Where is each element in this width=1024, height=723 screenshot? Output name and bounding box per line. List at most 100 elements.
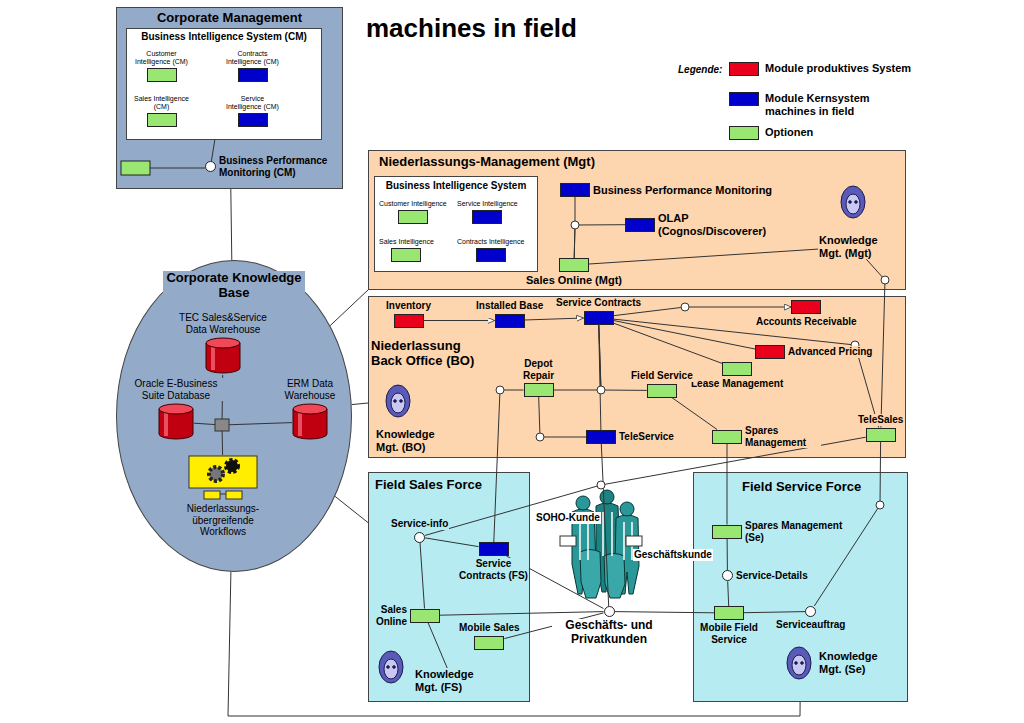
module-swatch bbox=[476, 248, 506, 262]
module-swatch bbox=[238, 68, 268, 82]
panel-heading: Niederlassungs-Management (Mgt) bbox=[378, 155, 596, 170]
module-box: Accounts Receivable bbox=[755, 300, 858, 328]
panel: Business Intelligence System (CM)Custome… bbox=[126, 28, 322, 140]
module-swatch bbox=[714, 606, 744, 620]
junction-node: Service-info bbox=[390, 518, 449, 543]
knowledge-label: Knowledge Mgt. (BO) bbox=[375, 428, 452, 453]
database-node: TEC Sales&Service Data Warehouse bbox=[172, 312, 274, 375]
module-swatch bbox=[472, 210, 502, 224]
module-box: Service Intelligence (CM) bbox=[224, 95, 281, 127]
knowledge-label-text: Knowledge Mgt. (Se) bbox=[818, 650, 895, 675]
free-label: Legende: bbox=[677, 64, 723, 76]
knowledge-label: Knowledge Mgt. (Se) bbox=[818, 650, 895, 675]
module-box: Contracts Intelligence (CM) bbox=[224, 50, 281, 82]
workflow-label: Niederlassungs- übergreifende Workflows bbox=[177, 503, 269, 538]
module-label: Field Service bbox=[630, 370, 694, 382]
connector bbox=[727, 444, 728, 525]
junction-node: Service-Details bbox=[722, 570, 809, 582]
module-swatch bbox=[755, 345, 785, 359]
module-label: Accounts Receivable bbox=[755, 316, 858, 328]
module-swatch bbox=[712, 525, 742, 539]
module-label: TeleSales bbox=[857, 414, 904, 426]
module-label: Serviceauftrag bbox=[775, 619, 846, 631]
module-box: Lease Management bbox=[690, 362, 784, 390]
module-label: Customer Intelligence bbox=[378, 200, 448, 208]
legend-swatch bbox=[729, 62, 759, 76]
workflow-node: Niederlassungs- übergreifende Workflows bbox=[177, 455, 269, 538]
module-swatch bbox=[495, 314, 525, 328]
panel-heading: Corporate Management bbox=[156, 11, 303, 26]
module-label: Lease Management bbox=[690, 378, 784, 390]
connector bbox=[330, 290, 368, 326]
module-label: Sales Online (Mgt) bbox=[525, 274, 623, 287]
module-box: Sales Intelligence (CM) bbox=[133, 95, 190, 127]
legend-row: Module produktives System bbox=[729, 62, 912, 76]
module-swatch bbox=[147, 113, 177, 127]
database-cylinder bbox=[205, 337, 241, 375]
database-cylinder bbox=[292, 403, 328, 441]
junction-circle bbox=[722, 570, 733, 581]
module-swatch bbox=[584, 311, 614, 325]
module-swatch bbox=[398, 210, 428, 224]
knowledge-label-text: Knowledge Mgt. (FS) bbox=[414, 668, 491, 693]
panel-heading: Corporate Knowledge Base bbox=[163, 271, 305, 301]
database-node: ERM Data Warehouse bbox=[278, 378, 342, 441]
module-label: Spares Management (Se) bbox=[744, 520, 846, 543]
customer-figures bbox=[560, 490, 642, 598]
legend-text: Optionen bbox=[764, 126, 814, 139]
module-swatch bbox=[524, 383, 554, 397]
module-label: Business Performance Monitoring (CM) bbox=[218, 155, 342, 178]
legend-row: Module Kernsystem machines in field bbox=[729, 92, 886, 117]
module-swatch bbox=[410, 609, 440, 623]
module-swatch bbox=[560, 183, 590, 197]
module-box: Advanced Pricing bbox=[755, 345, 873, 359]
module-box: Inventory bbox=[385, 300, 432, 328]
module-label: TeleService bbox=[618, 431, 675, 443]
module-swatch bbox=[238, 113, 268, 127]
panel: Niederlassungs-Management (Mgt) Business … bbox=[368, 150, 906, 290]
module-label: Service Intelligence bbox=[456, 200, 519, 208]
module-label: Contracts Intelligence bbox=[456, 238, 525, 246]
module-box: Depot Repair bbox=[515, 358, 562, 397]
module-box: Service Contracts (FS) bbox=[458, 542, 529, 581]
module-swatch bbox=[147, 68, 177, 82]
module-box: Mobile Sales bbox=[458, 622, 521, 650]
knowledge-base-ellipse: Corporate Knowledge BaseTEC Sales&Servic… bbox=[116, 260, 352, 572]
module-swatch bbox=[479, 542, 509, 556]
panel-heading: Field Sales Force bbox=[374, 478, 483, 493]
connector bbox=[352, 403, 368, 405]
free-label: Geschäftskunde bbox=[633, 549, 713, 561]
module-label: Sales Intelligence bbox=[378, 238, 435, 246]
module-label: Service-Details bbox=[735, 570, 809, 582]
panel-heading: Business Intelligence System (CM) bbox=[140, 31, 308, 43]
knowledge-label-text: Knowledge Mgt. (Mgt) bbox=[818, 234, 892, 259]
module-label: Business Performance Monitoring bbox=[592, 184, 773, 197]
junction-circle bbox=[604, 606, 615, 617]
module-label: Advanced Pricing bbox=[787, 346, 873, 358]
free-label: SOHO-Kunde bbox=[535, 512, 601, 524]
module-swatch bbox=[722, 362, 752, 376]
module-label: Service Contracts bbox=[555, 297, 642, 309]
legend-row: Optionen bbox=[729, 126, 814, 140]
panel-heading: Niederlassung Back Office (BO) bbox=[370, 339, 492, 369]
module-swatch bbox=[474, 636, 504, 650]
module-swatch bbox=[866, 428, 896, 442]
connector bbox=[231, 189, 232, 260]
junction-circle bbox=[205, 161, 216, 172]
module-box: Contracts Intelligence bbox=[456, 238, 525, 262]
legend-swatch bbox=[729, 126, 759, 140]
module-label: Contracts Intelligence (CM) bbox=[224, 50, 281, 66]
module-box: Spares Management bbox=[712, 425, 821, 448]
module-box: Service Intelligence bbox=[456, 200, 519, 224]
module-label: Spares Management bbox=[744, 425, 821, 448]
module-box: Business Performance Monitoring bbox=[560, 183, 773, 197]
module-label: Mobile Field Service bbox=[696, 622, 762, 645]
module-box: Sales Online bbox=[370, 604, 440, 627]
database-node: Oracle E-Business Suite Database bbox=[125, 378, 227, 441]
module-label: Sales Online bbox=[370, 604, 408, 627]
module-swatch bbox=[394, 314, 424, 328]
knowledge-label-text: Knowledge Mgt. (BO) bbox=[375, 428, 452, 453]
legend-text: Module produktives System bbox=[764, 62, 912, 75]
module-label: Mobile Sales bbox=[458, 622, 521, 634]
